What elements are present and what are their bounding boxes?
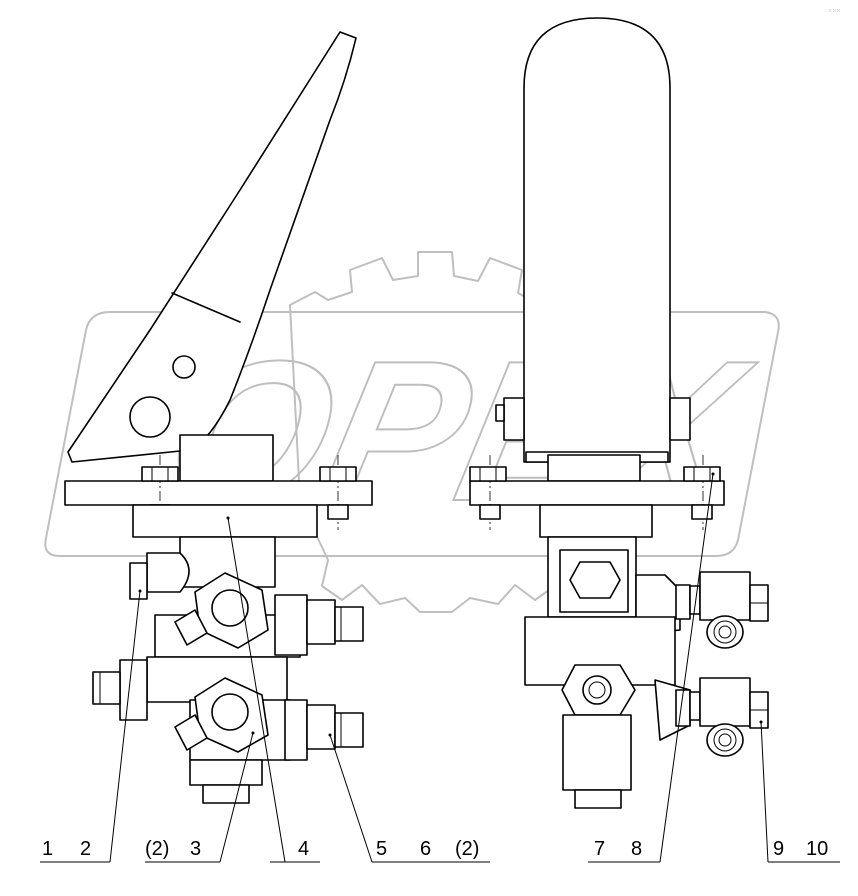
item-labels: 1 2 (2) 3 4 5 6 (2) 7 8 9 10	[42, 838, 828, 860]
label-2: 2	[80, 838, 91, 860]
flange-plate-right	[469, 480, 725, 506]
left-view	[64, 31, 373, 804]
fitting-lower	[689, 677, 769, 757]
hex-port-bottom	[561, 664, 636, 716]
fitting-upper	[689, 571, 769, 649]
bolt-left-b	[319, 466, 357, 520]
pedal-front	[523, 17, 671, 463]
label-8: 8	[631, 838, 642, 860]
pedal-hole-large	[129, 396, 171, 438]
label-4: 4	[298, 838, 309, 860]
hex-nut-lower	[174, 677, 269, 753]
label-6: 6	[420, 838, 431, 860]
label-10: 10	[806, 838, 828, 860]
label-7: 7	[594, 838, 605, 860]
flange-plate-left	[64, 480, 373, 506]
label-2-qty-a: (2)	[145, 838, 169, 860]
label-1: 1	[42, 838, 53, 860]
label-3: 3	[190, 838, 201, 860]
bolt-right-a	[469, 466, 507, 520]
pedal	[67, 31, 357, 463]
corner-mark: ⁙⁙⁙	[828, 8, 841, 14]
leader-lines	[40, 472, 840, 863]
pedal-hole-small	[172, 355, 196, 379]
label-2-qty-b: (2)	[455, 838, 479, 860]
right-view	[469, 17, 769, 809]
label-9: 9	[773, 838, 784, 860]
label-5: 5	[376, 838, 387, 860]
hex-nut-upper	[174, 572, 269, 649]
watermark-badge	[44, 311, 780, 557]
